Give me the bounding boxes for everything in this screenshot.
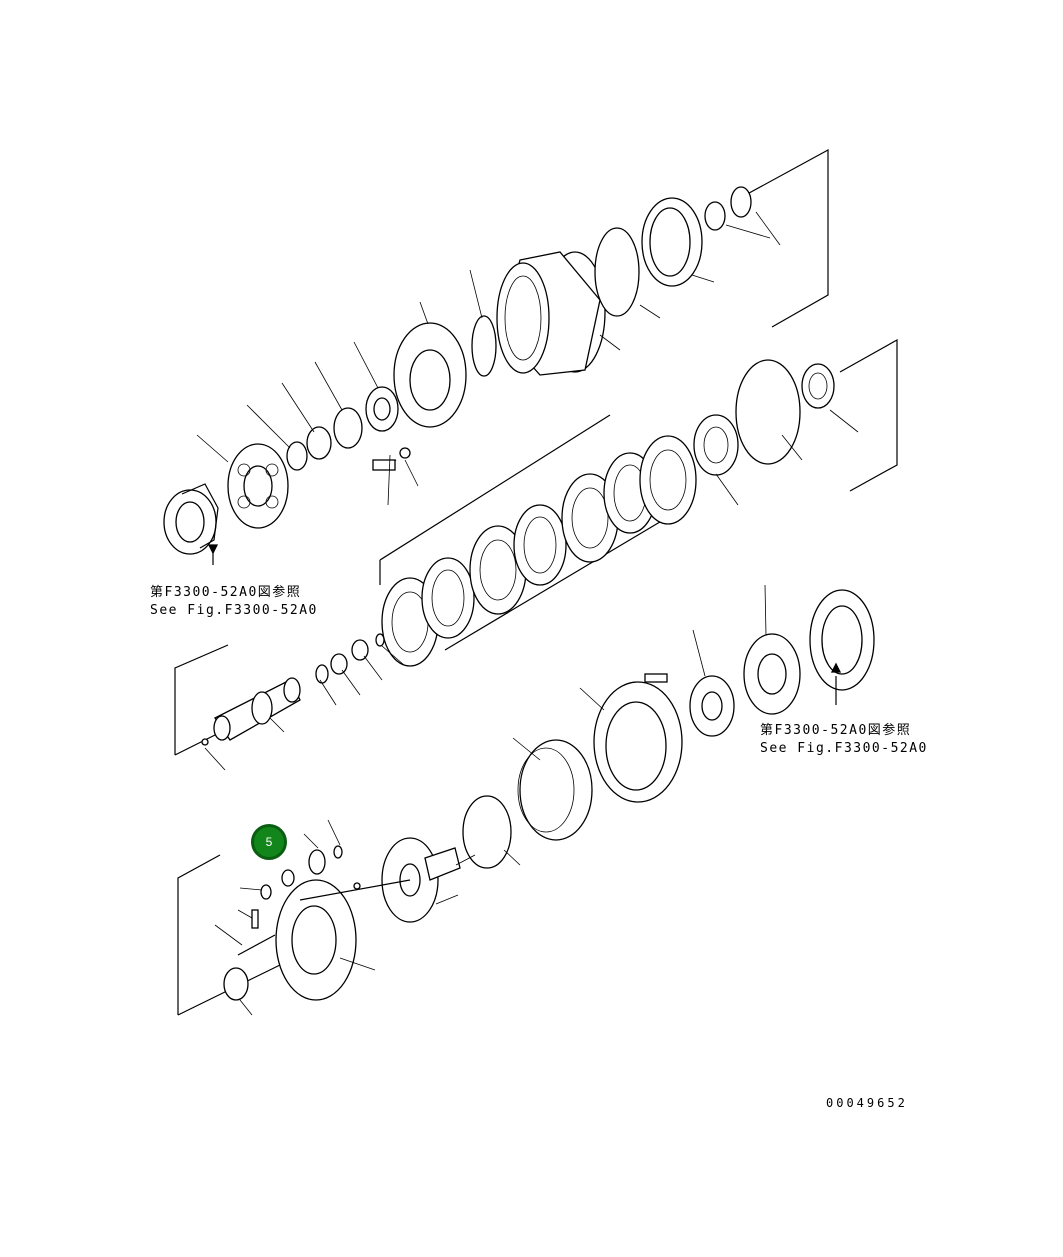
- reference-note-left-jp: 第F3300-52A0図参照: [150, 585, 302, 600]
- lower-carrier-plate: [381, 837, 461, 923]
- upper-o-ring: [471, 315, 497, 377]
- upper-small-rings: [704, 186, 752, 231]
- upper-rings: [286, 386, 399, 471]
- reference-arrows: [207, 544, 842, 673]
- upper-bearing-1: [227, 443, 289, 529]
- mid-ring-gear: [517, 739, 593, 841]
- reference-note-right-jp: 第F3300-52A0図参照: [760, 723, 912, 738]
- drawing-number: 00049652: [826, 1096, 908, 1110]
- upper-piston: [641, 197, 703, 287]
- reference-note-left: 第F3300-52A0図参照 See Fig.F3300-52A0: [150, 584, 318, 620]
- lower-o-ring: [462, 795, 512, 869]
- part-callout-marker[interactable]: 5: [251, 824, 287, 860]
- mid-housing: [593, 681, 683, 803]
- upper-drum: [496, 251, 606, 376]
- main-shaft: [201, 677, 301, 746]
- leader-lines: [196, 211, 859, 1016]
- lower-small-parts: [237, 845, 361, 956]
- upper-carrier-left: [163, 483, 219, 565]
- clutch-disc-stack: [381, 435, 697, 667]
- shaft-small-parts: [315, 633, 385, 684]
- right-upper-bearing: [693, 359, 835, 476]
- upper-flange: [372, 322, 467, 471]
- reference-note-right-en: See Fig.F3300-52A0: [760, 741, 928, 756]
- upper-large-ring: [594, 227, 640, 317]
- reference-note-right: 第F3300-52A0図参照 See Fig.F3300-52A0: [760, 722, 928, 758]
- right-bearing: [743, 633, 801, 715]
- lower-planetary-gear: [223, 879, 411, 1001]
- reference-note-left-en: See Fig.F3300-52A0: [150, 603, 318, 618]
- right-carrier: [809, 589, 875, 705]
